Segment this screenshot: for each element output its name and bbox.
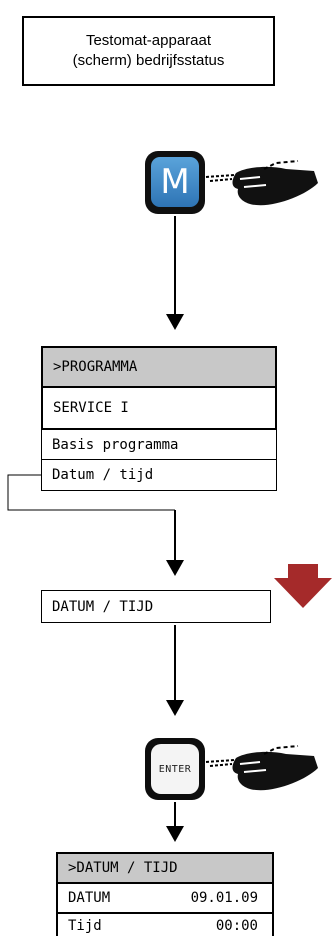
pointing-hand-icon-2 [205,745,318,791]
arrow-down-3 [166,625,184,716]
enter-key-label: ENTER [151,744,199,794]
menu-item-basis-programma[interactable]: Basis programma [42,430,276,460]
setting-label: Tijd [68,918,102,934]
setting-label: DATUM [68,890,111,906]
setting-value: 00:00 [215,918,258,934]
lcd-menu-programma: >PROGRAMMA SERVICE I Basis programma Dat… [41,346,277,491]
setting-value: 09.01.09 [190,890,258,906]
pointing-hand-icon [205,160,318,206]
menu-item-programma[interactable]: >PROGRAMMA [43,348,275,388]
bracket-connector [7,474,184,576]
title-box: Testomat-apparaat (scherm) bedrijfsstatu… [22,16,275,86]
arrow-down-1 [166,216,184,330]
m-key-button[interactable]: M [145,151,205,214]
menu2-header: >DATUM / TIJD [58,854,272,884]
lcd-datum-tijd: DATUM / TIJD [41,590,271,623]
red-down-arrow-icon [274,564,332,608]
setting-row-tijd[interactable]: Tijd 00:00 [58,914,272,938]
menu1-frame-bottom [41,428,277,491]
arrow-down-4 [166,802,184,842]
title-line-1: Testomat-apparaat [85,32,212,49]
menu-item-service[interactable]: SERVICE I [53,400,129,416]
setting-row-datum[interactable]: DATUM 09.01.09 [58,884,272,914]
lcd-datum-tijd-settings: >DATUM / TIJD DATUM 09.01.09 Tijd 00:00 [56,852,274,936]
title-line-2: (scherm) bedrijfsstatus [72,52,225,69]
enter-key-button[interactable]: ENTER [145,738,205,800]
menu1-frame-top [41,346,277,430]
menu-item-datum-tijd[interactable]: Datum / tijd [52,467,154,483]
m-key-label: M [151,157,199,207]
